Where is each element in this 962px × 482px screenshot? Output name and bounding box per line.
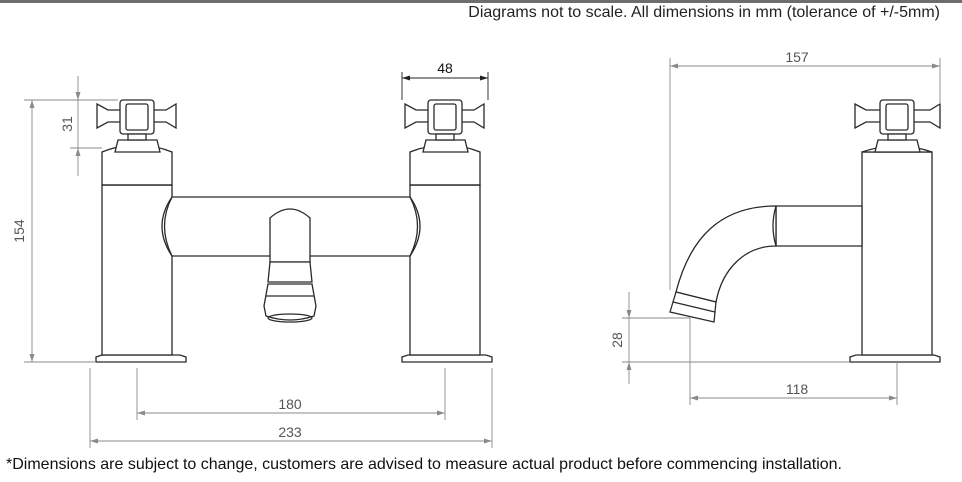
dimension-label-157: 157 [785,49,809,65]
side-view: 157 28 118 [609,49,941,405]
dimension-spout-height: 28 [609,292,850,384]
front-spout [263,208,317,323]
dimension-centres: 180 [136,368,446,420]
side-pillar [849,99,941,363]
dimension-overall-width: 233 [89,368,493,448]
dimension-label-28: 28 [609,332,625,348]
front-view: 48 31 154 180 [11,60,493,448]
dimension-label-233: 233 [278,424,302,440]
disclaimer-text: *Dimensions are subject to change, custo… [6,456,842,473]
dimension-label-31: 31 [59,116,75,132]
dimension-label-48: 48 [437,60,453,76]
left-pillar [95,99,187,363]
dimension-label-118: 118 [786,381,809,397]
top-border-line [0,0,962,3]
side-spout [669,205,863,323]
dimension-overall-depth: 157 [669,49,941,290]
dimension-spout-reach: 118 [689,318,898,405]
scale-note: Diagrams not to scale. All dimensions in… [468,4,940,21]
dimension-overall-height: 154 [11,99,118,363]
right-pillar [401,99,493,363]
dimension-handle-width: 48 [401,60,489,100]
dimension-label-180: 180 [278,396,302,412]
dimension-label-154: 154 [11,219,27,243]
